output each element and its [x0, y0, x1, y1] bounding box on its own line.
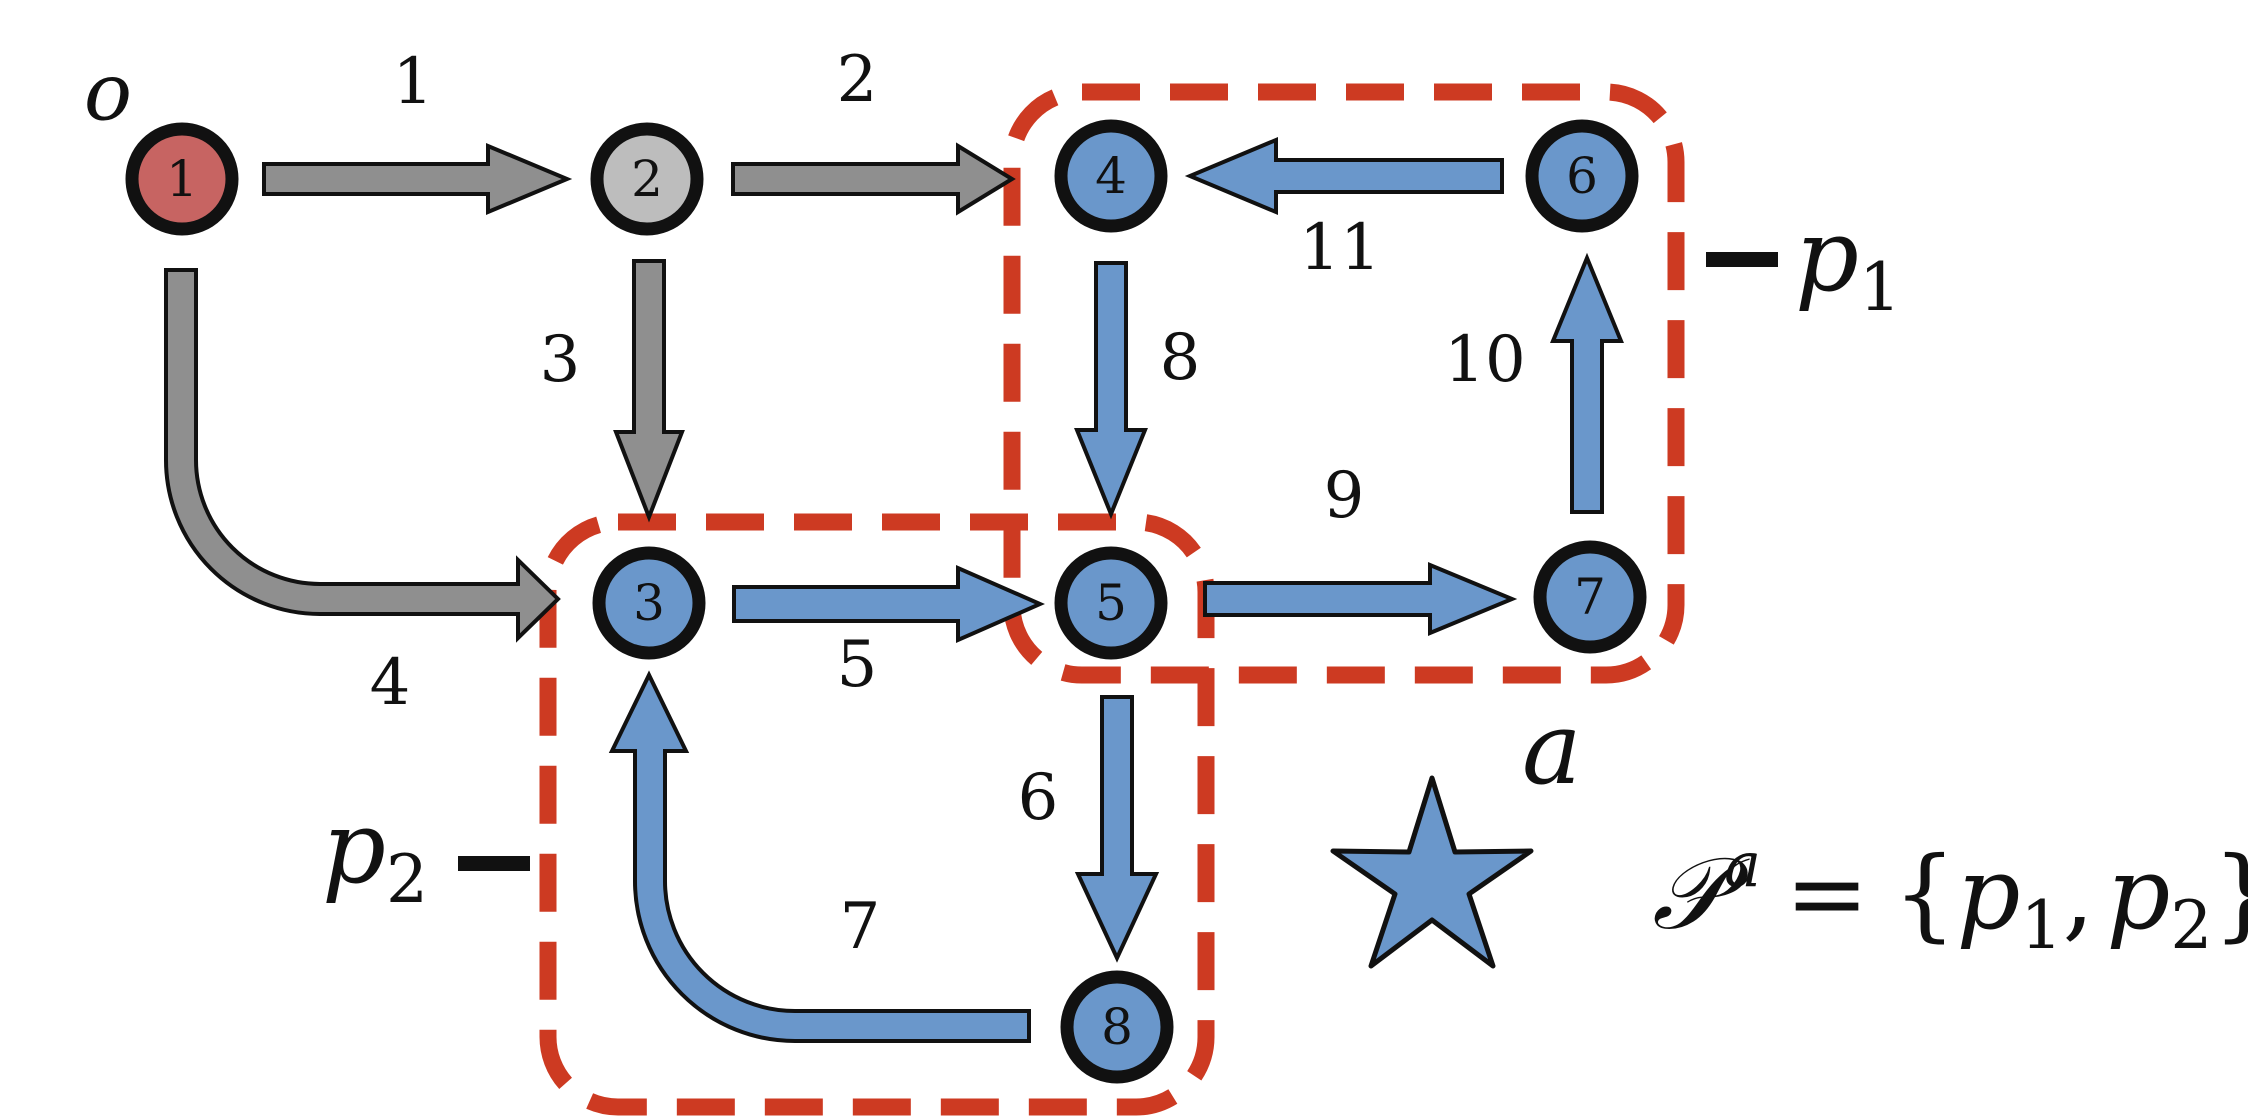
set-expression: 𝒫a={p1,p2}: [1652, 828, 2248, 964]
node-7: 7: [1533, 540, 1647, 654]
node-8-label: 8: [1101, 998, 1133, 1056]
edge-5-label: 5: [837, 628, 878, 702]
p1-label: p1: [1795, 197, 1901, 326]
edge-9-arrow: [1203, 562, 1518, 636]
node-1: 1: [125, 122, 239, 236]
edge-4-label: 4: [370, 646, 411, 720]
edge-4-arrow: [164, 268, 561, 643]
node-3: 3: [592, 546, 706, 660]
edge-7-label: 7: [840, 890, 881, 964]
star-label: a: [1522, 690, 1582, 807]
edge-1-arrow: [262, 142, 573, 216]
node-4: 4: [1054, 119, 1168, 233]
edge-11-label: 11: [1299, 211, 1380, 285]
edge-5-arrow: [732, 564, 1045, 644]
path-p2-box: [539, 513, 1215, 1116]
node-3-label: 3: [633, 574, 665, 632]
node-4-label: 4: [1095, 147, 1127, 205]
edge-1-label: 1: [393, 45, 434, 119]
edge-10-label: 10: [1444, 323, 1525, 397]
edge-6-arrow: [1074, 695, 1160, 963]
edge-2-label: 2: [837, 43, 878, 117]
p2-tick: [458, 856, 530, 871]
edge-8-label: 8: [1160, 321, 1201, 395]
star-icon: [1330, 775, 1534, 969]
node-7-label: 7: [1574, 568, 1606, 626]
edge-6-label: 6: [1018, 761, 1059, 835]
edge-2-arrow: [731, 142, 1016, 216]
node-5: 5: [1054, 546, 1168, 660]
node-2-label: 2: [631, 150, 663, 208]
p2-label: p2: [322, 789, 428, 918]
node-6-label: 6: [1566, 147, 1598, 205]
p1-tick: [1706, 252, 1778, 267]
edge-11-arrow: [1184, 136, 1504, 216]
edge-8-arrow: [1074, 261, 1148, 520]
edge-9-label: 9: [1324, 459, 1365, 533]
origin-label: o: [84, 46, 132, 139]
node-1-label: 1: [166, 150, 198, 208]
node-5-label: 5: [1095, 574, 1127, 632]
edge-7-arrow: [608, 670, 1031, 1043]
node-2: 2: [590, 122, 704, 236]
edge-3-arrow: [613, 259, 685, 523]
edge-3-label: 3: [540, 323, 581, 397]
node-6: 6: [1525, 119, 1639, 233]
node-8: 8: [1060, 970, 1174, 1084]
path-p1-box: [1003, 83, 1685, 684]
edge-10-arrow: [1550, 252, 1624, 514]
